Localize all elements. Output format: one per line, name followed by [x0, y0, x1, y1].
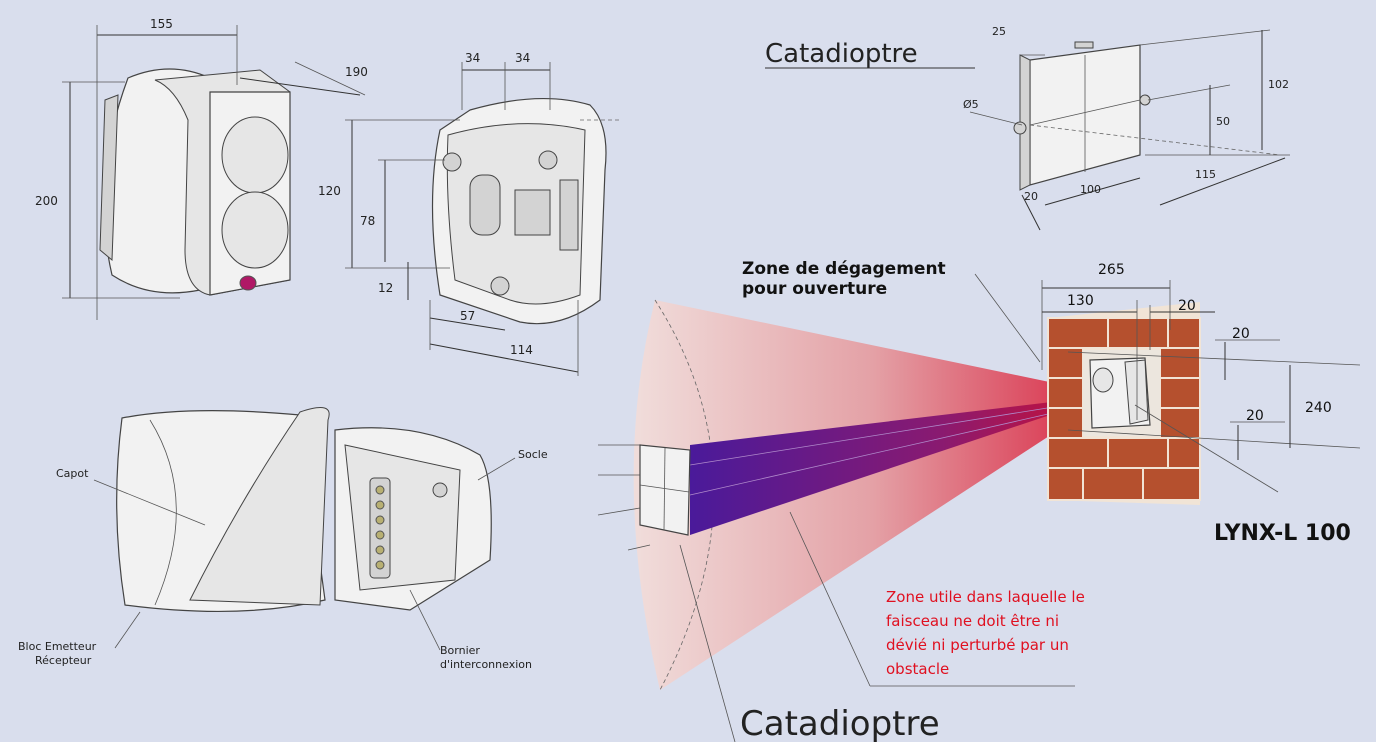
- dim-155: 155: [150, 17, 173, 31]
- dim-100: 100: [1080, 183, 1101, 196]
- label-bornier-2: d'interconnexion: [440, 658, 532, 671]
- catadioptre-bottom-title: Catadioptre: [740, 704, 940, 742]
- zone-degagement-line1: Zone de dégagement: [742, 259, 946, 279]
- catadioptre-top-view: Catadioptre 25 102 50 Ø5 20 100 115: [765, 25, 1290, 231]
- zone-utile-line4: obstacle: [886, 660, 949, 678]
- zone-utile-line2: faisceau ne doit être ni: [886, 612, 1059, 630]
- device-dimension-view: 155 190 200: [35, 17, 368, 320]
- dim-115: 115: [1195, 168, 1216, 181]
- zone-degagement-line2: pour ouverture: [742, 279, 887, 299]
- dim-240: 240: [1305, 400, 1332, 416]
- dim-25: 25: [992, 25, 1006, 38]
- dim-20-mid: 20: [1232, 326, 1250, 342]
- label-capot: Capot: [56, 467, 89, 480]
- dim-34-right: 34: [515, 51, 530, 65]
- label-bornier-1: Bornier: [440, 644, 480, 657]
- catadioptre-top-title: Catadioptre: [765, 39, 918, 69]
- beam-cone: [597, 299, 1112, 691]
- dim-57: 57: [460, 309, 475, 323]
- dim-102: 102: [1268, 78, 1289, 91]
- dim-265: 265: [1098, 262, 1125, 278]
- zone-utile-line1: Zone utile dans laquelle le: [886, 588, 1085, 606]
- dim-114: 114: [510, 343, 533, 357]
- dim-hole: Ø5: [963, 98, 979, 111]
- zone-utile-note: Zone utile dans laquelle le faisceau ne …: [789, 511, 1085, 687]
- base-plate-view: 34 34 120 78 12 57 114: [318, 51, 620, 376]
- brick-wall: [1047, 317, 1201, 501]
- dim-200: 200: [35, 194, 58, 208]
- wall-installation: 265 130 20 20 20 240 Zone de dégagement …: [742, 259, 1361, 546]
- dim-34-left: 34: [465, 51, 480, 65]
- dim-20-top: 20: [1178, 298, 1196, 314]
- product-name: LYNX-L 100: [1214, 521, 1351, 546]
- exploded-view: Capot Socle Bloc Emetteur Récepteur Born…: [18, 407, 548, 671]
- dim-190: 190: [345, 65, 368, 79]
- label-socle: Socle: [518, 448, 548, 461]
- label-bloc-2: Récepteur: [35, 654, 92, 667]
- dim-130: 130: [1067, 293, 1094, 309]
- dim-50: 50: [1216, 115, 1230, 128]
- dim-78: 78: [360, 214, 375, 228]
- zone-utile-line3: dévié ni perturbé par un: [886, 636, 1069, 654]
- dim-20-cata: 20: [1024, 190, 1038, 203]
- dim-120: 120: [318, 184, 341, 198]
- dim-20-low: 20: [1246, 408, 1264, 424]
- catadioptre-bottom: Catadioptre: [679, 544, 940, 742]
- label-bloc-1: Bloc Emetteur: [18, 640, 97, 653]
- dim-12: 12: [378, 281, 393, 295]
